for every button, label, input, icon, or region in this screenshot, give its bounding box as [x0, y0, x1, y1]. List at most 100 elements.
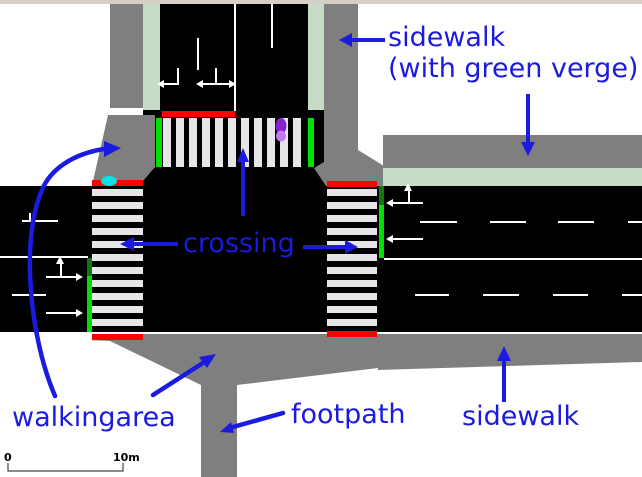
signal-bars [87, 118, 384, 332]
walkingarea-northwest [93, 115, 155, 181]
label-green-verge-note: (with green verge) [388, 53, 638, 84]
stripe [163, 118, 171, 167]
stripe [176, 118, 184, 167]
lane-line-east-center [384, 258, 642, 260]
walkingarea-south-and-footpath [88, 334, 378, 477]
stopline-east-bottom [327, 331, 377, 337]
crossing-west-stripes [92, 189, 143, 326]
stripe [92, 241, 143, 248]
verge-down-arrow-shaft [526, 94, 530, 144]
lane-arrow-north-2-head-right [229, 80, 236, 88]
lane-dash [197, 38, 199, 70]
crossing-north-stripes [163, 118, 301, 167]
green-verges [143, 4, 642, 186]
lane-arrow-north-1-stem [177, 68, 179, 84]
lane-dash [271, 4, 273, 48]
lane-dash [490, 221, 526, 223]
stripe [92, 189, 143, 196]
verge-north-right [308, 4, 324, 110]
stripe [228, 118, 236, 167]
walkingarea-straight-arrow-head [199, 354, 216, 368]
stripe [241, 118, 249, 167]
lane-line-west-center [0, 256, 88, 258]
sidewalk-east-bottom [378, 334, 642, 370]
lane-arrow-east-1-head [386, 199, 393, 207]
lane-arrow-east-1-bar [393, 202, 423, 204]
walkingarea-curved-arrow-line [27, 146, 107, 399]
label-footpath: footpath [291, 399, 406, 430]
lane-dash [628, 221, 642, 223]
sidewalk-top-arrow-head [339, 33, 352, 47]
stripe [267, 118, 275, 167]
footpath-arrow-line [230, 410, 286, 430]
stripe [92, 306, 143, 313]
crossings [92, 118, 377, 326]
walkingarea-straight-arrow-line [150, 358, 209, 398]
walkingarea-northeast [314, 108, 384, 186]
pedestrians [101, 118, 287, 186]
lane-arrow-north-1-head [157, 80, 164, 88]
frame-top-strip [0, 0, 642, 4]
lane-arrow-west-1-bar [46, 276, 76, 278]
pedestrian-purple-legs [276, 130, 286, 142]
lane-arrow-west-1-stem [60, 262, 62, 276]
crossing-right-arrow-head [345, 240, 358, 254]
scale-bar: 0 10m [4, 451, 140, 472]
crossing-left-arrow-shaft [132, 242, 178, 246]
sidewalk-bottom-arrow-head [497, 346, 511, 361]
annotation-curved-arrows [27, 146, 286, 430]
stripe [92, 319, 143, 326]
lane-dash [553, 294, 588, 296]
lane-markings [0, 4, 642, 317]
stopline-north [162, 111, 235, 117]
stripe [327, 267, 377, 274]
stopline-west-bottom [92, 334, 143, 340]
sidewalk-east-top [383, 135, 642, 168]
pedestrian-purple-body [275, 118, 287, 134]
verge-east [383, 168, 642, 186]
crossing-left-arrow-head [120, 237, 134, 251]
stripe [327, 280, 377, 287]
stripe [92, 254, 143, 261]
pedestrian-cyan [101, 176, 117, 186]
lane-dash [558, 221, 594, 223]
lane-arrow-north-2-stem [215, 68, 217, 84]
scale-label-start: 0 [4, 451, 12, 464]
lane-arrow-east-1-head-up [404, 183, 412, 191]
stripe [92, 228, 143, 235]
signal-green-north-left [156, 118, 162, 167]
lane-arrow-east-2-bar [393, 238, 423, 240]
lane-arrow-north-1-bar [164, 83, 179, 85]
lane-dash [483, 294, 519, 296]
scale-bar-line [7, 463, 124, 472]
label-sidewalk-bottom: sidewalk [462, 401, 579, 432]
stripe [327, 293, 377, 300]
stripe [92, 267, 143, 274]
lane-arrow-east-1-stem [408, 189, 410, 202]
stop-lines [92, 111, 377, 340]
stripe [92, 202, 143, 209]
signal-green-west-dark [87, 258, 92, 276]
lane-tick [29, 213, 31, 222]
stripe [215, 118, 223, 167]
stripe [92, 293, 143, 300]
stripe [189, 118, 197, 167]
scale-label-end: 10m [113, 451, 140, 464]
lane-arrow-west-2-bar [46, 312, 76, 314]
stripe [293, 118, 301, 167]
lane-dash [622, 294, 642, 296]
lane-arrow-west-2-head [76, 309, 83, 317]
sidewalk-north-right-strip [324, 4, 358, 108]
lane-arrow-north-2-head-left [196, 80, 203, 88]
verge-north-left [143, 4, 160, 110]
sidewalk-top-arrow-shaft [351, 38, 385, 42]
lane-dash [22, 220, 58, 222]
stripe [92, 215, 143, 222]
signal-green-east-dark [379, 186, 384, 205]
stopline-east-top [327, 181, 377, 187]
footpath-arrow-head [220, 422, 234, 433]
sidewalk-north-left-strip [110, 4, 143, 108]
lane-dash [12, 294, 46, 296]
verge-down-arrow-head [521, 142, 535, 156]
stripe [327, 319, 377, 326]
